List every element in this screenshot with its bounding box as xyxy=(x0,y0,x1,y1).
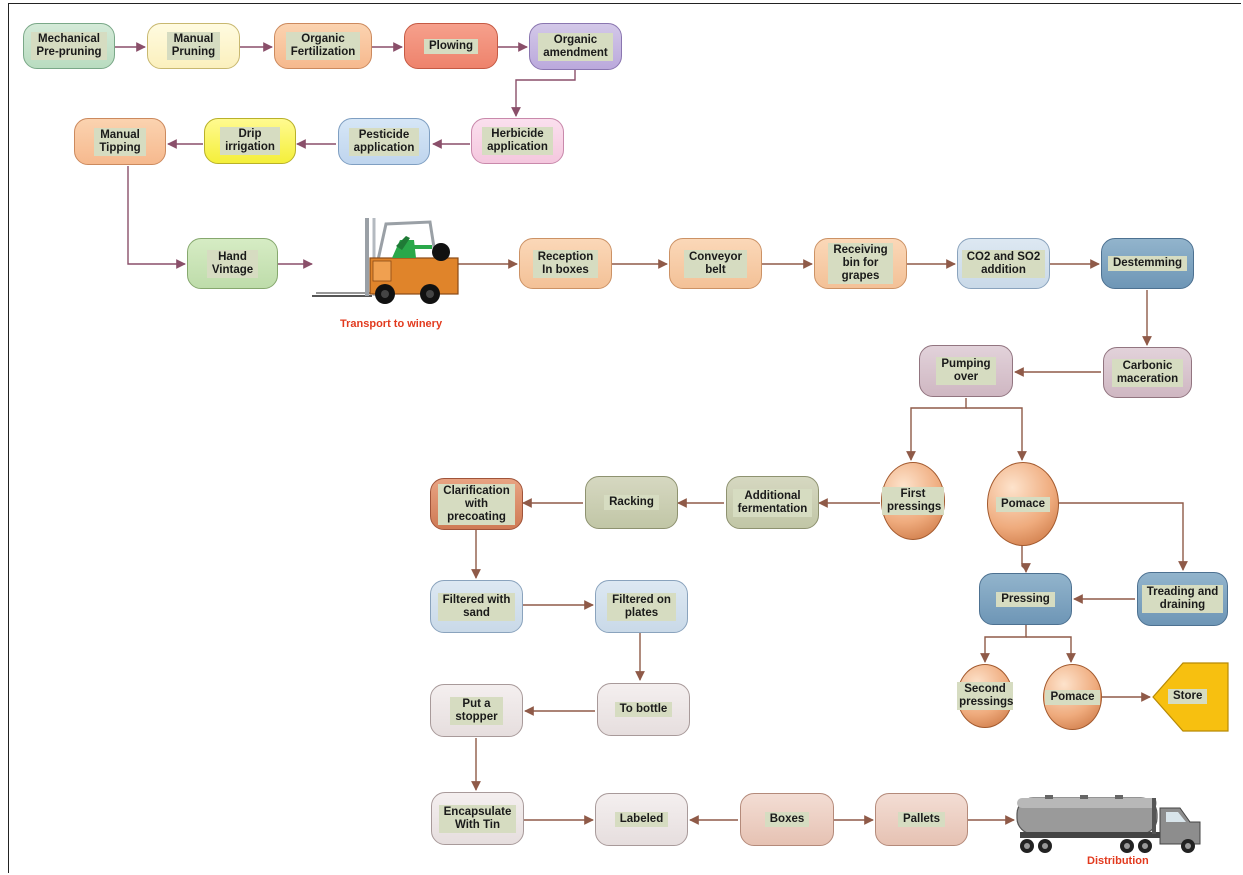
node-pomace: Pomace xyxy=(987,462,1059,546)
node-drip-irrigation: Drip irrigation xyxy=(204,118,296,164)
arrow-pressing-second xyxy=(980,625,1027,663)
node-manual-pruning: Manual Pruning xyxy=(147,23,240,69)
node-conveyor-belt: Conveyor belt xyxy=(669,238,762,289)
node-clarification: Clarification with precoating xyxy=(430,478,523,530)
node-hand-vintage: Hand Vintage xyxy=(187,238,278,289)
node-filtered-plates: Filtered on plates xyxy=(595,580,688,633)
node-boxes: Boxes xyxy=(740,793,834,846)
node-second-pressings: Second pressings xyxy=(957,664,1013,728)
arrow-pumping-pomace xyxy=(966,407,1027,461)
node-plowing: Plowing xyxy=(404,23,498,69)
node-pumping-over: Pumping over xyxy=(919,345,1013,397)
node-co2-so2-addition: CO2 and SO2 addition xyxy=(957,238,1050,289)
arrow-pressing-pomace2 xyxy=(1026,636,1076,663)
arrow-amendment-herbicide xyxy=(511,70,576,117)
node-reception-in-boxes: Reception In boxes xyxy=(519,238,612,289)
node-additional-fermentation: Additional fermentation xyxy=(726,476,819,529)
node-store: Store xyxy=(1168,689,1208,704)
node-filtered-sand: Filtered with sand xyxy=(430,580,523,633)
arrow-pumping-first xyxy=(906,398,967,461)
node-organic-amendment: Organic amendment xyxy=(529,23,622,70)
node-first-pressings: First pressings xyxy=(881,462,945,540)
node-carbonic-maceration: Carbonic maceration xyxy=(1103,347,1192,398)
node-manual-tipping: Manual Tipping xyxy=(74,118,166,165)
node-pallets: Pallets xyxy=(875,793,968,846)
node-pressing: Pressing xyxy=(979,573,1072,625)
forklift-icon xyxy=(312,218,459,304)
node-encapsulate: Encapsulate With Tin xyxy=(431,792,524,845)
arrow-tipping-vintage xyxy=(127,166,186,269)
arrow-pomace-treading xyxy=(1058,502,1188,571)
node-labeled: Labeled xyxy=(595,793,688,846)
arrow-pomace-pressing xyxy=(1021,545,1031,573)
node-receiving-bin: Receiving bin for grapes xyxy=(814,238,907,289)
diagram-frame xyxy=(8,3,1241,873)
node-put-stopper: Put a stopper xyxy=(430,684,523,737)
node-racking: Racking xyxy=(585,476,678,529)
node-treading-draining: Treading and draining xyxy=(1137,572,1228,626)
node-destemming: Destemming xyxy=(1101,238,1194,289)
node-pomace-2: Pomace xyxy=(1043,664,1102,730)
node-pesticide-application: Pesticide application xyxy=(338,118,430,165)
node-herbicide-application: Herbicide application xyxy=(471,118,564,164)
node-mechanical-pre-pruning: Mechanical Pre-pruning xyxy=(23,23,115,69)
node-to-bottle: To bottle xyxy=(597,683,690,736)
node-organic-fertilization: Organic Fertilization xyxy=(274,23,372,69)
caption-transport: Transport to winery xyxy=(340,318,443,330)
tanker-truck-icon xyxy=(1016,795,1201,853)
caption-distribution: Distribution xyxy=(1087,855,1149,867)
